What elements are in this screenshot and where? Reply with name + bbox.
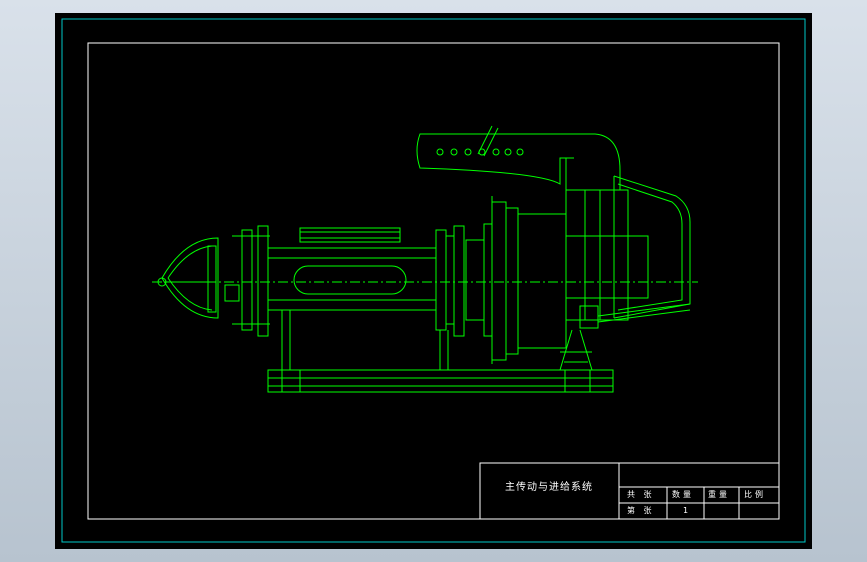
top-arm	[416, 133, 621, 191]
drawing-title: 主传动与进给系统	[505, 482, 593, 493]
drawing-sheet	[55, 13, 812, 549]
label-total-sheets: 共 张	[627, 490, 655, 499]
quantity-value: 1	[683, 506, 692, 515]
label-quantity: 数量	[672, 490, 694, 499]
base-frame	[267, 369, 614, 393]
label-scale: 比例	[744, 490, 766, 499]
label-sheet-no: 第 张	[627, 506, 655, 515]
capsule	[293, 265, 407, 295]
motor-drum	[517, 213, 567, 349]
title-block	[479, 462, 780, 520]
outer-border	[61, 18, 806, 543]
guard-bracket	[613, 175, 691, 319]
nose-cone	[161, 237, 219, 319]
machine-drawing	[152, 125, 698, 393]
spindle-body	[267, 247, 437, 311]
upper-tube	[299, 227, 401, 243]
label-weight: 重量	[708, 490, 730, 499]
inner-border	[87, 42, 780, 520]
